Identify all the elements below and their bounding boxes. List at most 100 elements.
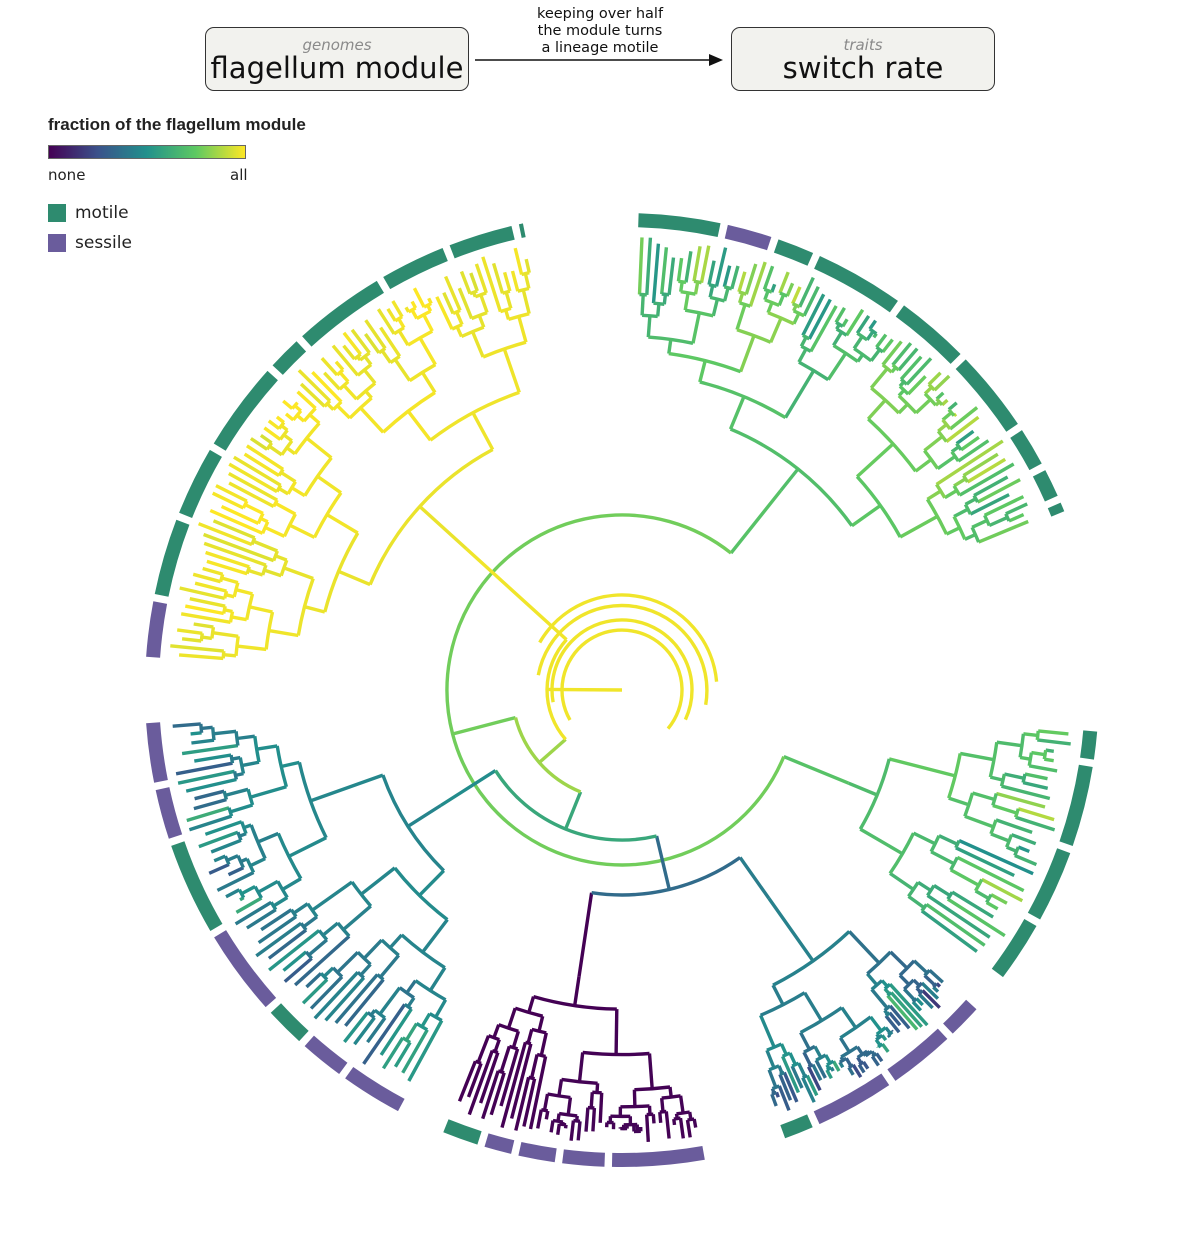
tree-leaf-branch	[911, 1000, 923, 1012]
tree-internal-arc	[265, 441, 273, 451]
tree-internal-branch	[379, 954, 401, 979]
tree-leaf-branch	[299, 382, 326, 408]
trait-ring	[146, 213, 1098, 1167]
tree-leaf-branch	[393, 1041, 412, 1068]
tree-internal-arc	[771, 1090, 778, 1096]
tree-internal-arc	[279, 559, 289, 577]
tree-internal-branch	[249, 857, 266, 868]
tree-internal-arc	[348, 396, 373, 420]
tree-leaf-branch	[1015, 815, 1056, 832]
tree-internal-branch	[249, 605, 273, 614]
tree-internal-branch	[964, 814, 995, 829]
tree-internal-arc	[528, 1075, 535, 1081]
tree-internal-branch	[737, 292, 745, 304]
tree-leaf-branch	[1010, 833, 1037, 846]
tree-internal-branch	[434, 998, 448, 1018]
tree-leaf-branch	[891, 342, 913, 367]
tree-internal-branch	[937, 423, 948, 433]
source-node-kind: genomes	[302, 36, 372, 54]
tree-internal-arc	[648, 335, 694, 345]
tree-leaf-branch	[364, 333, 381, 354]
tree-internal-branch	[907, 895, 926, 910]
tree-internal-arc	[359, 351, 371, 362]
tree-internal-branch	[632, 1089, 637, 1107]
tree-internal-arc	[394, 315, 403, 323]
tree-leaf-branch	[362, 1003, 407, 1065]
tree-internal-branch	[1031, 750, 1046, 757]
tree-internal-branch	[869, 367, 889, 389]
tree-internal-arc	[223, 855, 231, 866]
tree-leaf-branch	[886, 994, 919, 1031]
tree-internal-branch	[360, 866, 396, 896]
tree-leaf-branch	[957, 439, 990, 463]
colorbar-max-label: all	[230, 166, 248, 184]
tree-leaf-branch	[888, 1004, 911, 1030]
tree-internal-branch	[263, 568, 282, 578]
tree-internal-arc	[227, 807, 234, 817]
tree-leaf-branch	[296, 390, 317, 410]
tree-leaf-branch	[928, 968, 944, 984]
tree-internal-arc	[864, 1050, 873, 1058]
tree-leaf-branch	[855, 314, 871, 335]
tree-leaf-branch	[376, 308, 396, 335]
tree-internal-arc	[353, 352, 362, 361]
tree-internal-branch	[236, 734, 256, 741]
tree-internal-branch	[274, 554, 288, 562]
tree-internal-branch	[471, 411, 495, 451]
tree-internal-branch	[943, 489, 958, 500]
tree-leaf-branch	[785, 282, 795, 297]
tree-leaf-branch	[667, 257, 676, 295]
tree-leaf-branch	[995, 791, 1046, 809]
tree-internal-branch	[274, 501, 297, 516]
tree-internal-branch	[241, 760, 260, 768]
tree-internal-branch	[722, 287, 730, 302]
tree-leaf-branch	[489, 1072, 506, 1116]
tree-internal-arc	[903, 978, 915, 991]
tree-internal-branch	[850, 504, 882, 528]
tree-internal-branch	[941, 411, 953, 422]
tree-internal-branch	[767, 1069, 778, 1088]
tree-internal-branch	[767, 897, 815, 962]
tree-leaf-branch	[435, 296, 454, 330]
tree-leaf-branch	[491, 262, 505, 294]
tree-internal-branch	[224, 787, 249, 798]
tree-leaf-branch	[958, 462, 1015, 497]
tree-internal-branch	[880, 979, 889, 988]
tree-leaf-branch	[220, 504, 260, 525]
tree-leaf-branch	[311, 371, 343, 403]
tree-leaf-branch	[790, 1065, 804, 1089]
tree-internal-arc	[839, 1015, 872, 1040]
tree-leaf-branch	[510, 270, 520, 292]
tree-internal-arc	[497, 1069, 505, 1075]
tree-internal-branch	[897, 388, 906, 397]
tree-leaf-branch	[781, 1055, 800, 1094]
tree-leaf-branch	[410, 300, 418, 309]
tree-internal-branch	[959, 751, 995, 762]
tree-internal-arc	[871, 1052, 878, 1058]
tree-leaf-branch	[778, 1073, 793, 1101]
tree-internal-branch	[336, 950, 359, 974]
tree-leaf-branch	[651, 1114, 656, 1124]
tree-leaf-branch	[193, 797, 227, 811]
tree-internal-arc	[280, 439, 294, 456]
tree-leaf-branch	[188, 814, 233, 832]
tree-internal-branch	[256, 744, 278, 751]
tree-internal-arc	[469, 289, 478, 296]
tree-leaf-branch	[234, 900, 273, 926]
tree-internal-branch	[239, 857, 248, 864]
tree-internal-branch	[406, 410, 432, 442]
tree-leaf-branch	[323, 371, 341, 391]
tree-leaf-branch	[814, 1059, 827, 1079]
tree-internal-arc	[835, 320, 844, 328]
tree-internal-branch	[1005, 845, 1018, 853]
tree-internal-arc	[264, 611, 275, 650]
tree-leaf-branch	[685, 1119, 692, 1138]
tree-leaf-branch	[263, 426, 282, 441]
tree-leaf-branch	[899, 355, 923, 381]
tree-internal-branch	[479, 294, 489, 314]
tree-leaf-branch	[872, 332, 878, 339]
tree-internal-arc	[234, 636, 240, 656]
tree-leaf-branch	[955, 846, 1015, 878]
tree-internal-branch	[336, 404, 351, 420]
tree-leaf-branch	[875, 1052, 884, 1063]
